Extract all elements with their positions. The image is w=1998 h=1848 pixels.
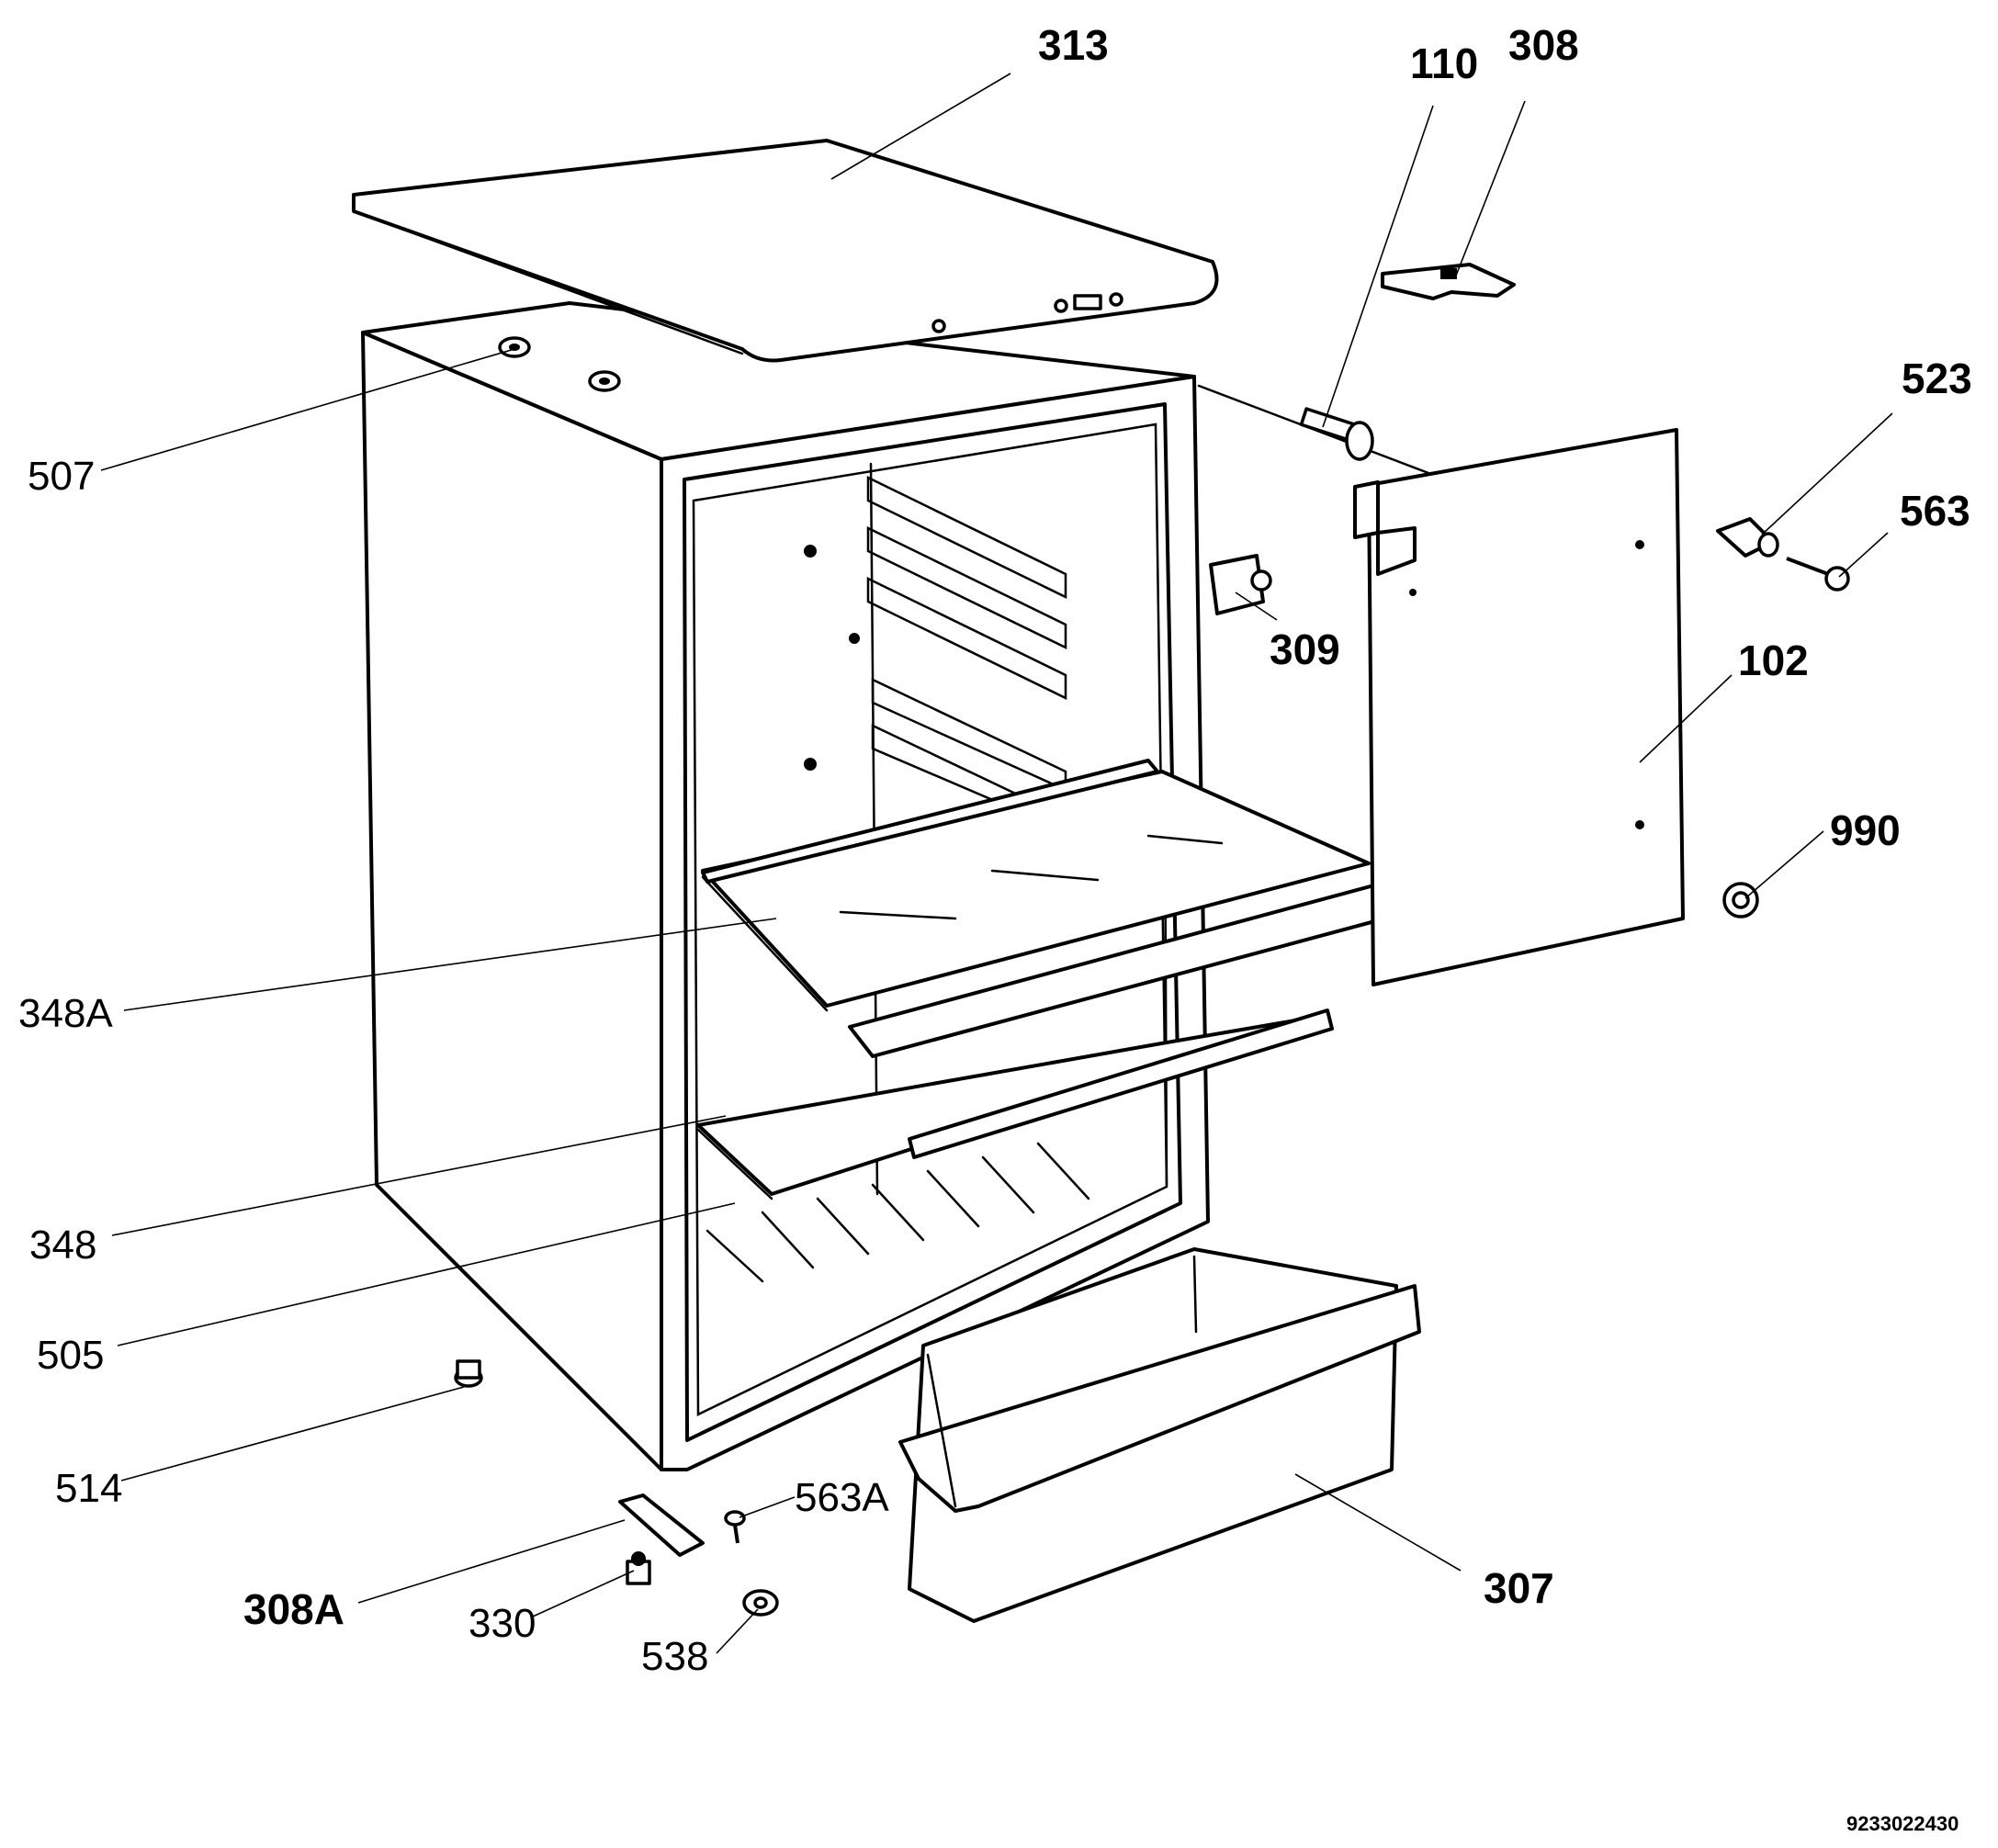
callout-307: 307: [1484, 1564, 1554, 1612]
hinge-pin-110: [1197, 384, 1430, 475]
callout-102: 102: [1738, 637, 1809, 684]
leader-lines: [100, 73, 1893, 1654]
callout-348A: 348A: [18, 991, 113, 1036]
hinge-309: [1209, 554, 1272, 615]
callout-505: 505: [37, 1333, 104, 1378]
cap-990: [1722, 882, 1759, 918]
shelf-348: [696, 1009, 1334, 1200]
callout-309: 309: [1270, 625, 1340, 673]
callout-514: 514: [55, 1466, 122, 1511]
callout-563A: 563A: [795, 1475, 889, 1520]
glass-shelf-348A: [701, 759, 1421, 1058]
door-102: [1353, 428, 1685, 986]
foot-514: [454, 1359, 483, 1388]
drawer-bin-307: [898, 1247, 1421, 1623]
callout-523: 523: [1902, 355, 1972, 402]
callout-308: 308: [1508, 21, 1579, 69]
hinge-308A: [618, 1493, 705, 1557]
screw-563: [1786, 557, 1850, 592]
callout-110: 110: [1410, 39, 1478, 87]
callout-990: 990: [1830, 806, 1901, 854]
knob-523: [1716, 517, 1779, 558]
small-parts: [454, 1359, 779, 1617]
drawing-code: 9233022430: [1846, 1812, 1958, 1835]
part-538: [742, 1589, 779, 1617]
callout-348: 348: [29, 1223, 96, 1268]
callout-313: 313: [1038, 21, 1109, 69]
callout-507: 507: [28, 454, 95, 499]
part-330: [626, 1551, 651, 1585]
callout-308A: 308A: [243, 1585, 344, 1633]
top-cover-313: [352, 139, 1219, 363]
screw-563A: [724, 1510, 746, 1544]
callout-labels: 313 110 308 523 563 507 309 102 990 348A…: [18, 21, 1972, 1835]
callout-538: 538: [641, 1634, 708, 1679]
hinge-308: [1381, 263, 1516, 300]
bottom-grid-505: [706, 1142, 1090, 1283]
callout-563: 563: [1900, 487, 1970, 535]
callout-330: 330: [468, 1601, 536, 1646]
